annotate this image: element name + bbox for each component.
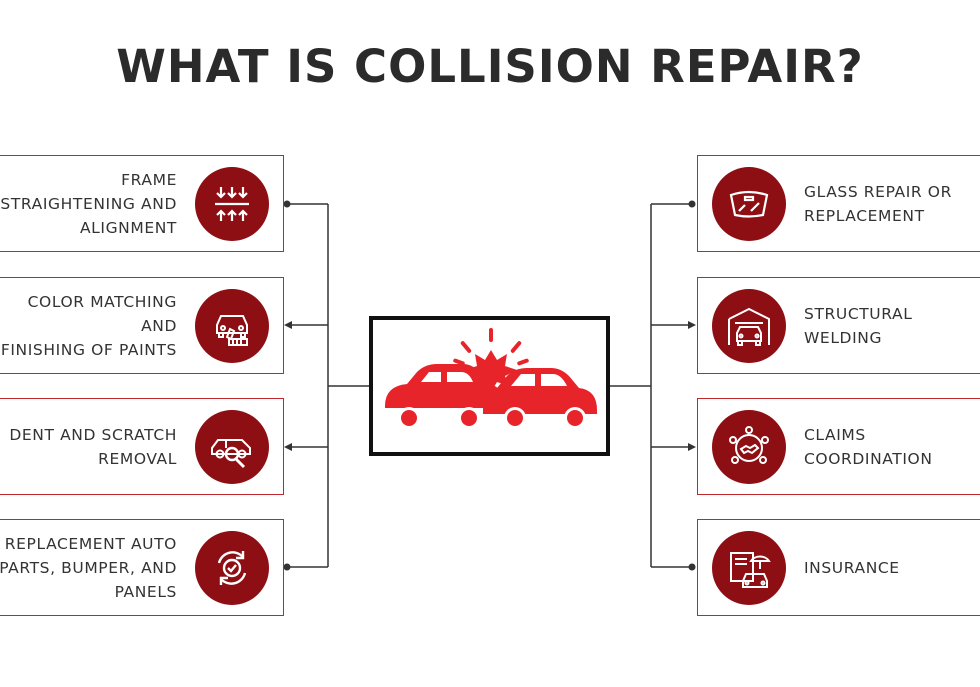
card-structural-welding: STRUCTURAL WELDING xyxy=(697,277,980,374)
garage-welding-icon xyxy=(712,288,786,363)
card-claims-coordination: CLAIMS COORDINATION xyxy=(697,398,980,495)
card-label: COLOR MATCHING AND FINISHING OF PAINTS xyxy=(0,292,177,359)
card-replacement-parts: REPLACEMENT AUTO PARTS, BUMPER, AND PANE… xyxy=(0,519,284,616)
windshield-icon xyxy=(712,166,786,241)
insurance-umbrella-icon xyxy=(712,530,786,605)
car-collision-icon xyxy=(385,328,597,429)
card-label: GLASS REPAIR OR REPLACEMENT xyxy=(804,182,952,225)
card-glass-repair: GLASS REPAIR OR REPLACEMENT xyxy=(697,155,980,252)
frame-alignment-icon xyxy=(195,166,269,241)
card-label: DENT AND SCRATCH REMOVAL xyxy=(9,425,177,468)
card-label: STRUCTURAL WELDING xyxy=(804,304,913,347)
page-title: WHAT IS COLLISION REPAIR? xyxy=(116,40,864,93)
card-color-matching: COLOR MATCHING AND FINISHING OF PAINTS xyxy=(0,277,284,374)
card-frame-straightening: FRAME STRAIGHTENING AND ALIGNMENT xyxy=(0,155,284,252)
dent-inspection-icon xyxy=(195,409,269,484)
replacement-cycle-icon xyxy=(195,530,269,605)
card-insurance: INSURANCE xyxy=(697,519,980,616)
card-label: REPLACEMENT AUTO PARTS, BUMPER, AND PANE… xyxy=(0,534,177,601)
card-label: INSURANCE xyxy=(804,558,900,577)
paint-matching-icon xyxy=(195,288,269,363)
card-label: FRAME STRAIGHTENING AND ALIGNMENT xyxy=(0,170,177,237)
card-dent-scratch: DENT AND SCRATCH REMOVAL xyxy=(0,398,284,495)
claims-network-icon xyxy=(712,409,786,484)
card-label: CLAIMS COORDINATION xyxy=(804,425,933,468)
center-collision-box xyxy=(369,316,610,456)
